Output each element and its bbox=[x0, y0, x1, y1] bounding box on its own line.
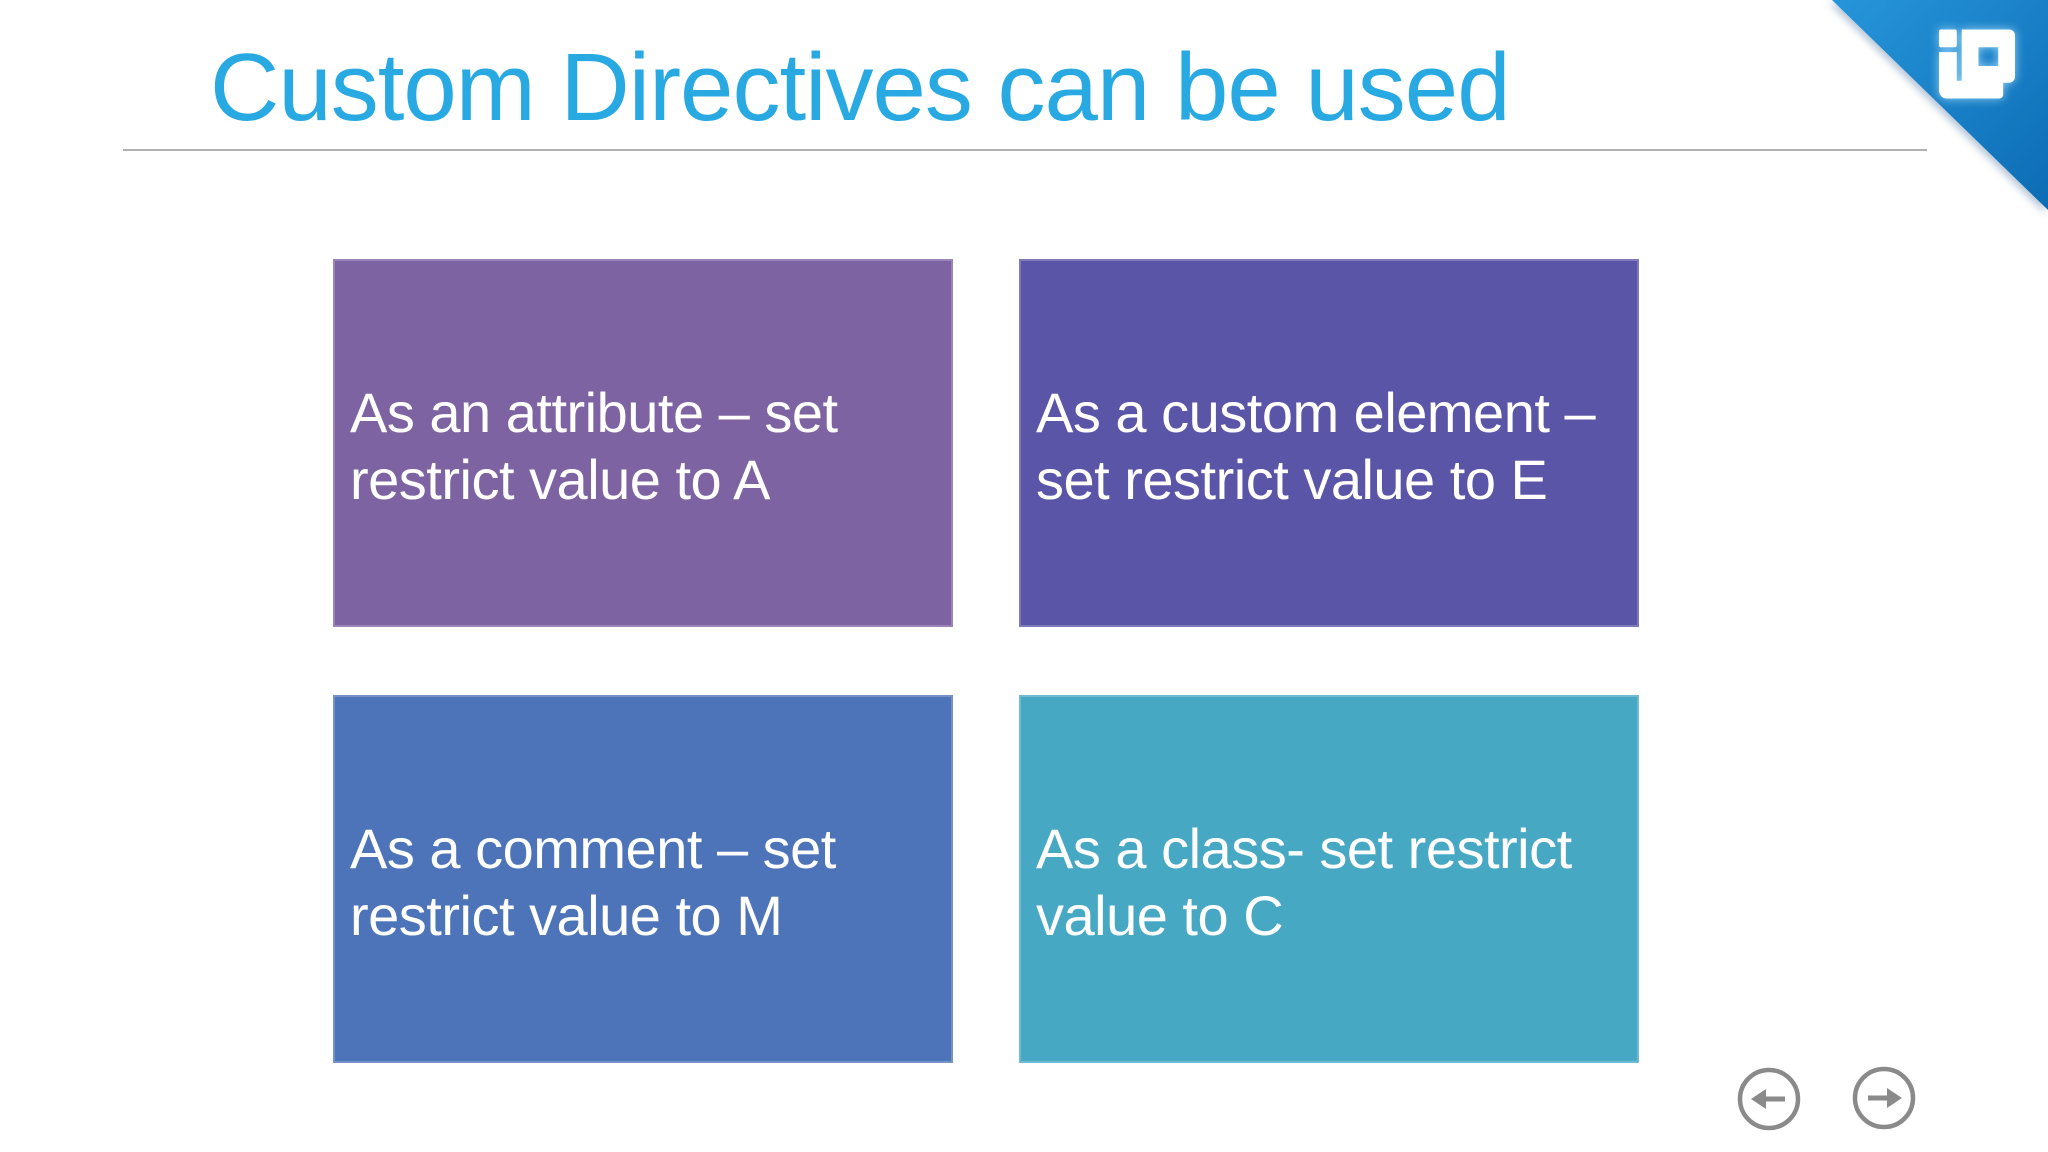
logo-dot bbox=[1939, 29, 1957, 48]
prev-slide-button[interactable] bbox=[1736, 1066, 1802, 1132]
circle-arrow-left-icon bbox=[1737, 1067, 1801, 1131]
smartart-box-custom-element: As a custom element – set restrict value… bbox=[1019, 259, 1639, 627]
logo-stem bbox=[1939, 52, 2004, 99]
smartart-box-comment: As a comment – set restrict value to M bbox=[333, 695, 953, 1063]
logo-ring bbox=[1961, 29, 2016, 83]
corner-ribbon bbox=[1832, 0, 2048, 210]
smartart-box-attribute: As an attribute – set restrict value to … bbox=[333, 259, 953, 627]
circle-arrow-right-icon bbox=[1852, 1066, 1916, 1130]
io-square-logo-icon bbox=[1939, 29, 2016, 99]
smartart-box-class: As a class- set restrict value to C bbox=[1019, 695, 1639, 1063]
slide-title: Custom Directives can be used bbox=[210, 34, 1511, 141]
next-slide-button[interactable] bbox=[1851, 1065, 1917, 1131]
title-divider bbox=[123, 149, 1927, 151]
